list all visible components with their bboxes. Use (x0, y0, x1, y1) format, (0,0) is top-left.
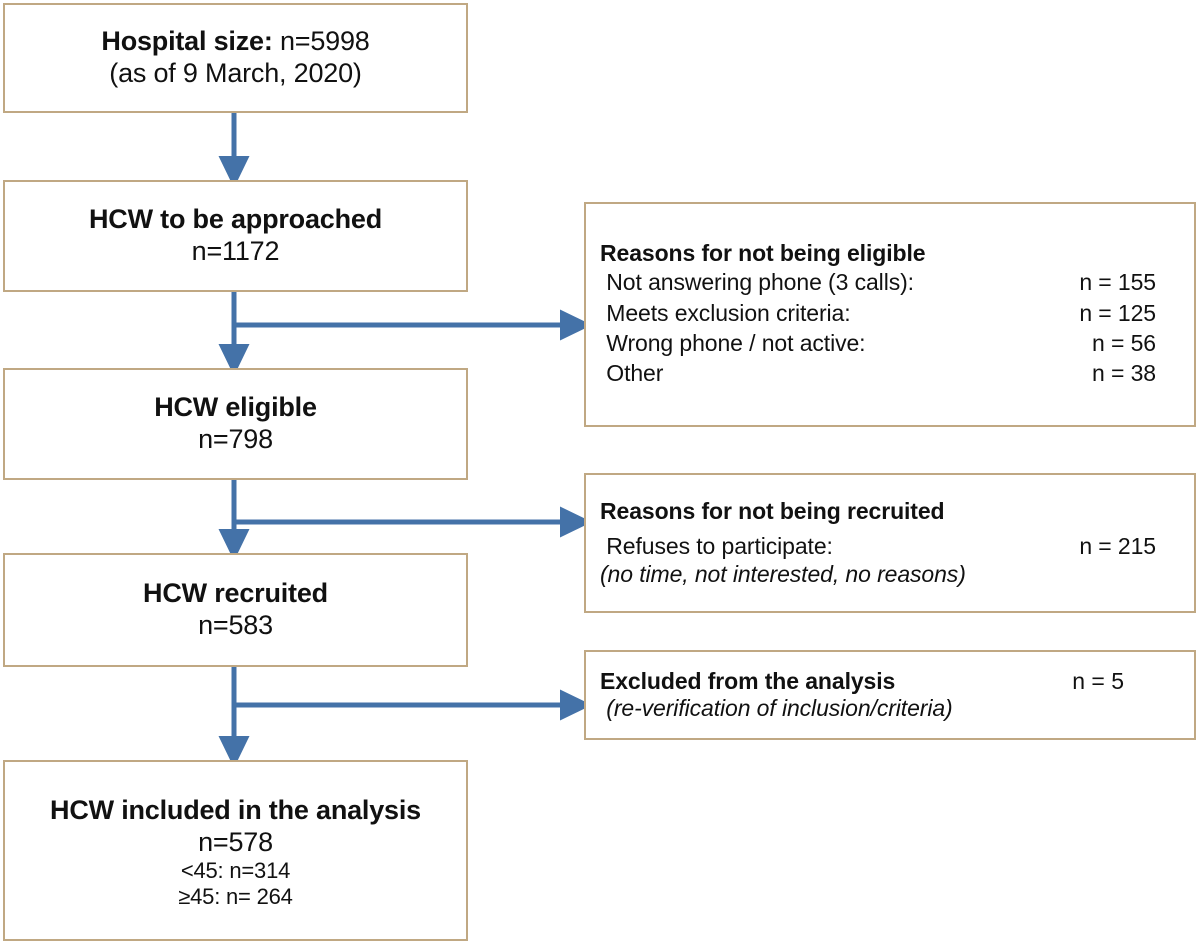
panel-not-recruited-title: Reasons for not being recruited (600, 497, 945, 524)
hcw-eligible-title: HCW eligible (154, 392, 317, 423)
hcw-approached-title: HCW to be approached (88, 204, 382, 235)
hcw-recruited-title: HCW recruited (143, 578, 328, 609)
reason-label: Refuses to participate: (600, 532, 833, 559)
hcw-included-age-under45: <45: n=314 (180, 858, 291, 884)
panel-excluded-title: Excluded from the analysis (600, 668, 896, 694)
hospital-size-date: (as of 9 March, 2020) (109, 58, 362, 88)
reason-label: Meets exclusion criteria: (600, 299, 851, 326)
panel-not-eligible-row: Wrong phone / not active: n = 56 (600, 328, 1156, 358)
hcw-included-age-over45: ≥45: n= 264 (178, 884, 293, 910)
panel-excluded: Excluded from the analysis n = 5 (re-ver… (584, 650, 1196, 740)
node-hcw-recruited: HCW recruited n=583 (3, 553, 468, 667)
panel-not-eligible-row: Meets exclusion criteria: n = 125 (600, 298, 1156, 328)
hcw-approached-count: n=1172 (191, 236, 280, 266)
panel-excluded-note: (re-verification of inclusion/criteria) (600, 695, 953, 721)
hcw-recruited-count: n=583 (198, 610, 273, 640)
reason-value: n = 215 (1079, 532, 1156, 559)
reason-value: n = 155 (1079, 269, 1156, 296)
node-hcw-approached: HCW to be approached n=1172 (3, 180, 468, 292)
hospital-size-line1: Hospital size: n=5998 (101, 26, 369, 58)
panel-excluded-title-row: Excluded from the analysis n = 5 (600, 668, 1124, 695)
panel-not-recruited-note: (no time, not interested, no reasons) (600, 561, 966, 588)
panel-excluded-value: n = 5 (1072, 668, 1124, 694)
node-hospital-size: Hospital size: n=5998 (as of 9 March, 20… (3, 3, 468, 113)
panel-not-recruited: Reasons for not being recruited Refuses … (584, 473, 1196, 613)
hcw-included-title: HCW included in the analysis (50, 794, 421, 825)
hcw-eligible-count: n=798 (198, 424, 273, 454)
reason-label: Not answering phone (3 calls): (600, 269, 914, 296)
hospital-size-title: Hospital size: (101, 26, 273, 57)
hcw-included-count: n=578 (198, 826, 273, 857)
panel-not-eligible-title: Reasons for not being eligible (600, 240, 926, 267)
reason-label: Other (600, 360, 664, 387)
reason-value: n = 125 (1079, 299, 1156, 326)
panel-not-eligible: Reasons for not being eligible Not answe… (584, 202, 1196, 427)
reason-value: n = 56 (1092, 330, 1156, 356)
node-hcw-eligible: HCW eligible n=798 (3, 368, 468, 480)
node-hcw-included: HCW included in the analysis n=578 <45: … (3, 760, 468, 941)
hospital-size-count: n=5998 (272, 26, 370, 57)
panel-not-eligible-row: Other n = 38 (600, 358, 1156, 388)
reason-value: n = 38 (1092, 360, 1156, 387)
reason-label: Wrong phone / not active: (600, 330, 866, 356)
panel-not-eligible-row: Not answering phone (3 calls): n = 155 (600, 267, 1156, 297)
panel-not-recruited-row: Refuses to participate: n = 215 (600, 531, 1156, 561)
